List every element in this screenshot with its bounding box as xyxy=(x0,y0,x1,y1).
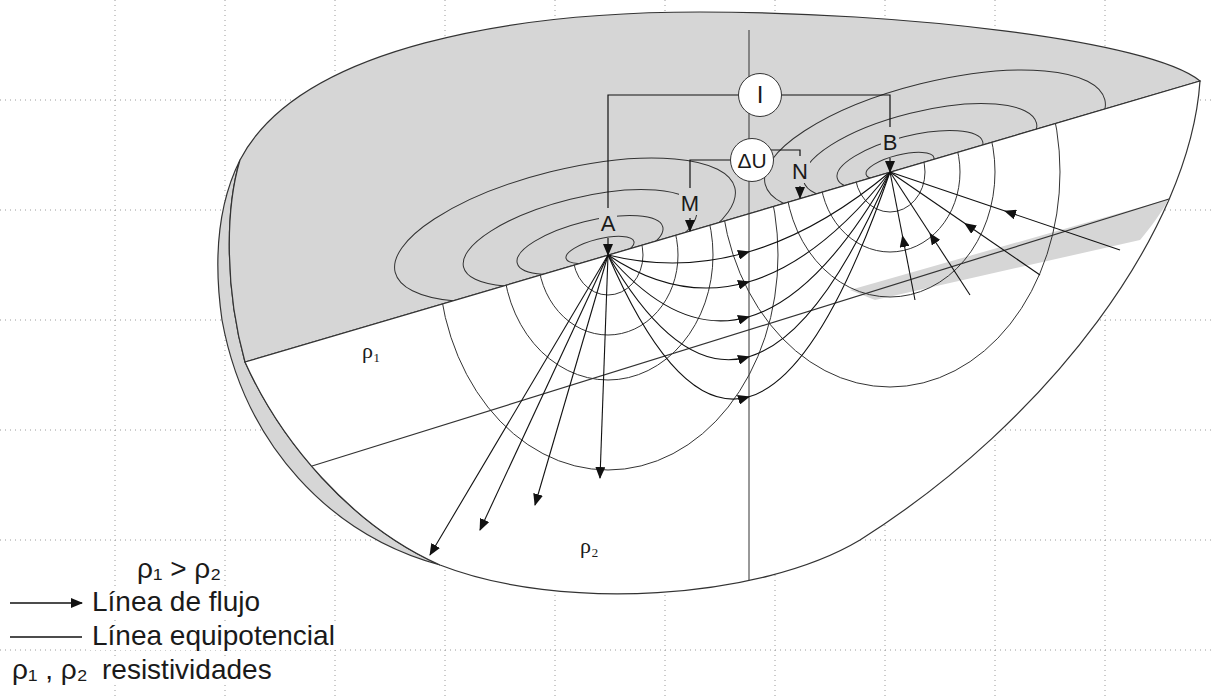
legend-equipotential-sample xyxy=(10,636,82,638)
legend-text: Línea de flujo xyxy=(90,588,262,616)
electrode-label: N xyxy=(790,161,810,183)
circle-node: ΔU xyxy=(730,138,774,182)
layer-label: ρ₁ xyxy=(360,340,383,362)
layer-interface xyxy=(312,199,1169,466)
legend-symbol: ρ₁ , ρ₂ xyxy=(10,656,90,684)
surface-equipotentials xyxy=(381,30,1120,331)
circle-node: I xyxy=(738,73,782,117)
electrode-label: M xyxy=(679,193,701,215)
legend-note: ρ₁ > ρ₂ xyxy=(135,555,223,583)
legend-flow-sample xyxy=(10,602,82,604)
electrode-wires xyxy=(608,95,890,255)
legend-note: resistividades xyxy=(100,656,274,684)
flow-lines xyxy=(430,172,1120,555)
node-text: I xyxy=(757,83,764,107)
section-equipotentials xyxy=(438,0,1060,581)
node-text: ΔU xyxy=(737,150,766,171)
layer-label: ρ₂ xyxy=(578,535,601,557)
electrode-label: A xyxy=(599,213,618,235)
cross-section-face xyxy=(245,81,1200,594)
legend-text: Línea equipotencial xyxy=(90,622,337,650)
electrode-label: B xyxy=(881,132,900,154)
